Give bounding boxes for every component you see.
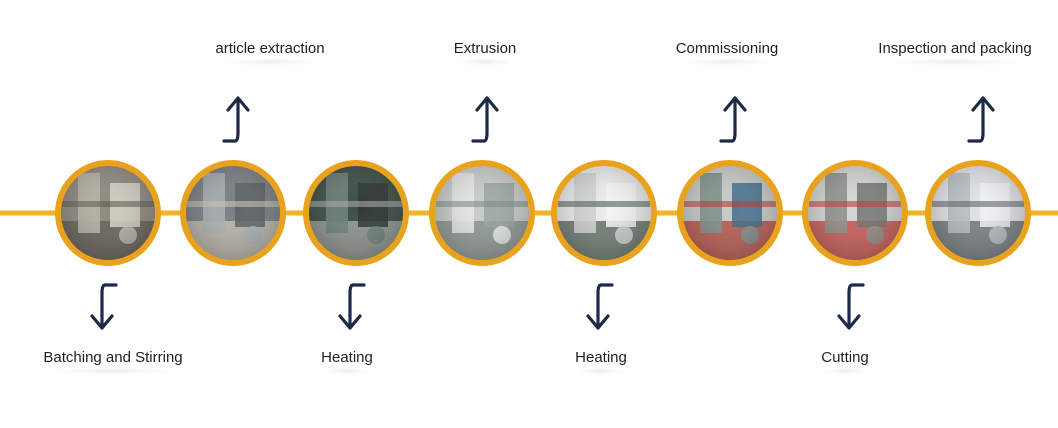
arrow-up-icon <box>471 96 499 143</box>
photo-ring <box>802 160 908 266</box>
arrow-up-icon <box>967 96 995 143</box>
process-step-5 <box>551 160 657 330</box>
arrow-down-icon <box>586 283 614 330</box>
arrow-down-icon <box>90 283 118 330</box>
photo-ring <box>55 160 161 266</box>
step-label-4: Extrusion <box>453 40 517 57</box>
photo-ring <box>551 160 657 266</box>
process-step-7 <box>802 160 908 330</box>
step-label-1: Batching and Stirring <box>43 349 183 366</box>
photo-ring <box>429 160 535 266</box>
process-step-1 <box>55 160 161 330</box>
arrow-up-icon <box>222 96 250 143</box>
arrow-up-icon <box>719 96 747 143</box>
process-step-8 <box>925 96 1031 266</box>
photo-ring <box>180 160 286 266</box>
arrow-down-icon <box>338 283 366 330</box>
process-step-6 <box>677 96 783 266</box>
photo-ring <box>303 160 409 266</box>
step-label-6: Commissioning <box>675 40 779 57</box>
step-label-8: Inspection and packing <box>878 40 1032 57</box>
step-label-5: Heating <box>575 349 627 366</box>
photo-ring <box>677 160 783 266</box>
step-label-3: Heating <box>321 349 373 366</box>
photo-ring <box>925 160 1031 266</box>
arrow-down-icon <box>837 283 865 330</box>
process-step-3 <box>303 160 409 330</box>
process-step-4 <box>429 96 535 266</box>
step-label-2: article extraction <box>215 40 325 57</box>
step-label-7: Cutting <box>821 349 869 366</box>
process-step-2 <box>180 96 286 266</box>
